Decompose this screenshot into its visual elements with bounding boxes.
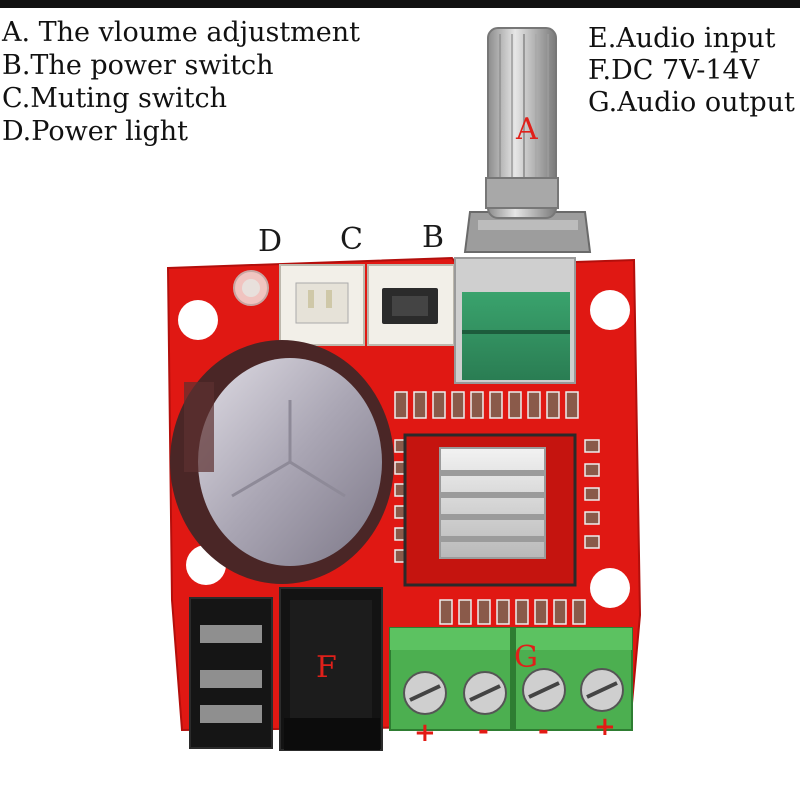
smd-part: [451, 391, 465, 419]
legend-item-d: D.Power light: [2, 116, 188, 147]
callout-g: G: [514, 640, 538, 675]
legend-item-a: A. The vloume adjustment: [2, 17, 360, 48]
dc-power-jack: [279, 587, 383, 751]
smd-part: [565, 391, 579, 419]
power-led: [233, 270, 269, 306]
legend-item-e: E.Audio input: [588, 23, 776, 54]
smd-part: [546, 391, 560, 419]
polarity-mark-1: +: [414, 718, 436, 748]
smd-part: [584, 535, 600, 549]
callout-d: D: [258, 224, 283, 259]
legend-item-g: G.Audio output: [588, 87, 795, 118]
callout-c: C: [340, 222, 363, 257]
smd-part: [508, 391, 522, 419]
mount-hole-tr: [590, 290, 630, 330]
smd-part: [432, 391, 446, 419]
legend-item-f: F.DC 7V-14V: [588, 55, 760, 86]
smd-part: [527, 391, 541, 419]
smd-part: [584, 511, 600, 525]
polarity-mark-4: +: [594, 712, 616, 742]
callout-f: F: [316, 650, 337, 685]
callout-b: B: [422, 220, 445, 255]
mount-hole-tl: [178, 300, 218, 340]
volume-potentiometer: [454, 27, 592, 384]
smd-part: [496, 599, 510, 625]
muting-connector: [279, 264, 365, 346]
audio-output-terminal: [389, 627, 633, 731]
smd-part: [477, 599, 491, 625]
legend-item-c: C.Muting switch: [2, 83, 228, 114]
audio-input-jack: [189, 597, 273, 749]
callout-a: A: [516, 112, 538, 147]
smd-part: [515, 599, 529, 625]
smd-part: [458, 599, 472, 625]
power-switch: [367, 264, 455, 346]
smd-part: [572, 599, 586, 625]
legend-item-b: B.The power switch: [2, 50, 274, 81]
smd-part: [489, 391, 503, 419]
smd-part: [470, 391, 484, 419]
mount-hole-br: [590, 568, 630, 608]
polarity-mark-2: -: [478, 716, 489, 746]
smd-components: [394, 391, 600, 625]
top-border: [0, 0, 800, 8]
electrolytic-capacitor: [170, 340, 394, 584]
legend-left: A. The vloume adjustment B.The power swi…: [2, 16, 360, 148]
polarity-mark-3: -: [538, 716, 549, 746]
smd-part: [534, 599, 548, 625]
smd-part: [413, 391, 427, 419]
smd-part: [439, 599, 453, 625]
smd-part: [584, 487, 600, 501]
legend-right: E.Audio input F.DC 7V-14V G.Audio output: [588, 23, 795, 119]
amplifier-chip-heatsink: [403, 433, 577, 587]
smd-part: [394, 391, 408, 419]
smd-part: [553, 599, 567, 625]
smd-part: [584, 463, 600, 477]
smd-part: [584, 439, 600, 453]
